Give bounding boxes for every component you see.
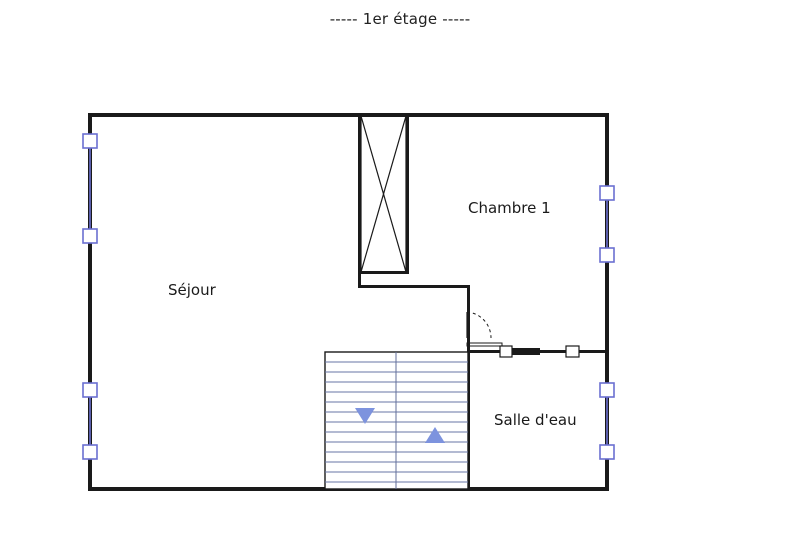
room-label-salle-deau: Salle d'eau — [494, 411, 577, 429]
staircase — [324, 351, 469, 490]
arrow-up-icon — [425, 427, 445, 443]
window-right-lower — [599, 382, 615, 460]
room-label-chambre1: Chambre 1 — [468, 199, 551, 217]
arrow-down-icon — [355, 408, 375, 424]
plan-title: ----- 1er étage ----- — [329, 10, 471, 28]
window-left-lower — [82, 382, 98, 460]
window-right-upper — [599, 185, 615, 263]
window-left-upper — [82, 133, 98, 244]
door-swing-icon — [466, 311, 503, 347]
room-label-sejour: Séjour — [168, 281, 216, 299]
crossed-shaft — [360, 115, 407, 273]
partition-opening-markers — [499, 345, 580, 358]
